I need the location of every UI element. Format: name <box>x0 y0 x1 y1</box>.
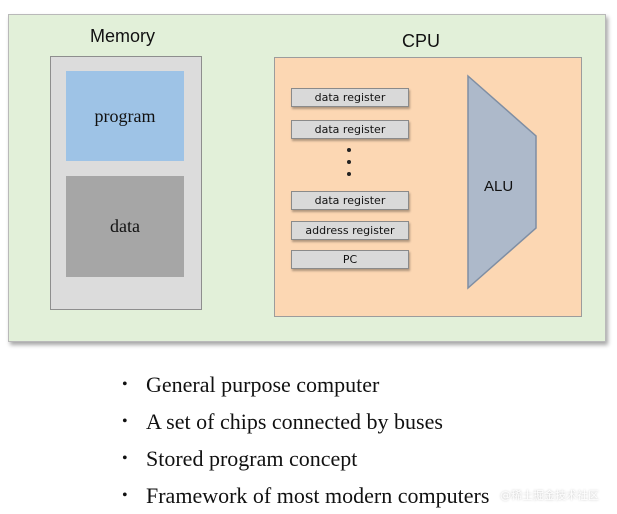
bullet-marker: • <box>122 376 128 393</box>
watermark: @稀土掘金技术社区 <box>500 489 599 502</box>
list-item: • Stored program concept <box>122 440 489 477</box>
register-ellipsis <box>344 148 354 180</box>
list-item: • General purpose computer <box>122 366 489 403</box>
cpu-title: CPU <box>402 31 441 51</box>
bullet-marker: • <box>122 450 128 467</box>
list-item: • A set of chips connected by buses <box>122 403 489 440</box>
list-item: • Framework of most modern computers <box>122 477 489 514</box>
data-register-2: data register <box>291 120 409 139</box>
bullet-marker: • <box>122 487 128 504</box>
data-register-1: data register <box>291 88 409 107</box>
alu-label: ALU <box>484 178 514 195</box>
bullet-text: Stored program concept <box>146 446 358 471</box>
bullet-text: A set of chips connected by buses <box>146 409 443 434</box>
data-register-3: data register <box>291 191 409 210</box>
data-block: data <box>66 176 184 277</box>
bullet-text: General purpose computer <box>146 372 380 397</box>
alu-shape <box>467 74 537 290</box>
program-counter: PC <box>291 250 409 269</box>
bullet-list: • General purpose computer • A set of chip… <box>122 366 489 514</box>
bullet-marker: • <box>122 413 128 430</box>
program-block: program <box>66 71 184 161</box>
bullet-text: Framework of most modern computers <box>146 483 490 508</box>
address-register: address register <box>291 221 409 240</box>
memory-title: Memory <box>90 26 156 46</box>
